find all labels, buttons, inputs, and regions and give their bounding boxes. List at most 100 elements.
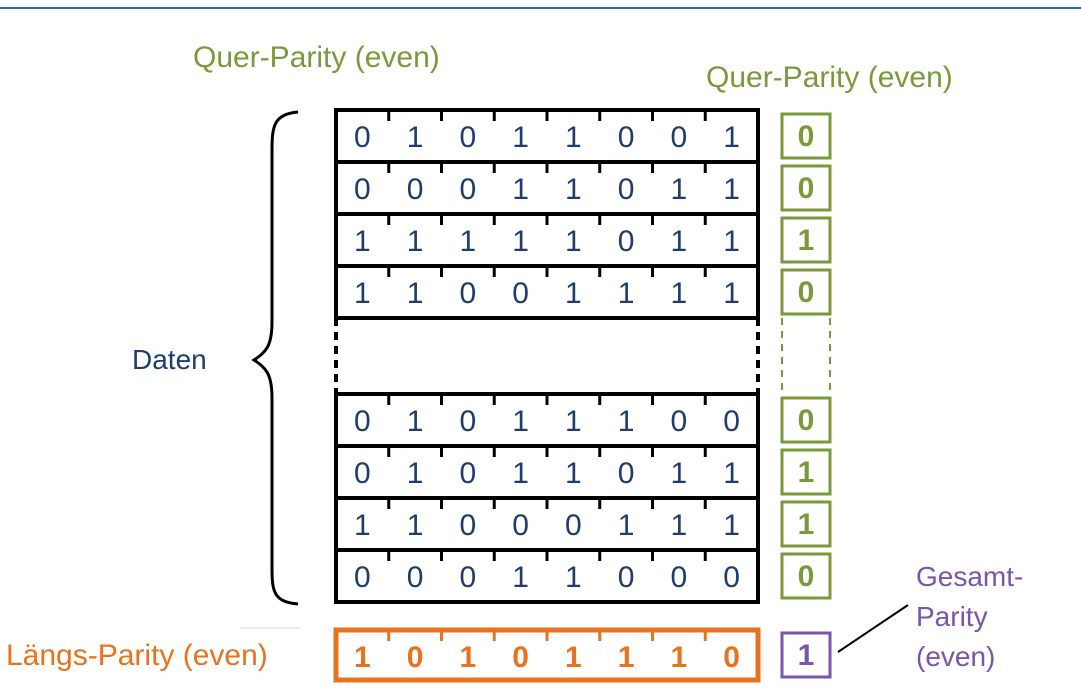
row-parity-cell bbox=[780, 112, 832, 160]
laengs-parity-bit: 0 bbox=[723, 641, 740, 674]
row-parity-bit: 0 bbox=[798, 276, 815, 309]
gesamt-parity-label-line-2: Parity bbox=[916, 601, 988, 632]
data-bit: 1 bbox=[407, 509, 424, 542]
gesamt-parity-label-line-1: Gesamt- bbox=[916, 561, 1023, 592]
data-bit: 1 bbox=[565, 173, 582, 206]
row-parity-bit: 1 bbox=[798, 224, 815, 257]
data-bit: 0 bbox=[618, 225, 635, 258]
laengs-parity-bit: 1 bbox=[565, 641, 582, 674]
data-bit: 1 bbox=[671, 457, 688, 490]
laengs-parity-bit: 1 bbox=[460, 641, 477, 674]
row-parity-cell bbox=[780, 448, 832, 496]
row-parity-cell bbox=[780, 552, 832, 600]
row-parity-cell bbox=[780, 216, 832, 264]
laengs-parity-bit: 0 bbox=[512, 641, 529, 674]
data-bit: 1 bbox=[512, 561, 529, 594]
data-bit: 0 bbox=[407, 173, 424, 206]
data-bit: 0 bbox=[407, 561, 424, 594]
data-bit: 0 bbox=[671, 405, 688, 438]
data-bit: 0 bbox=[460, 173, 477, 206]
laengs-parity-bit: 1 bbox=[618, 641, 635, 674]
gesamt-parity-bit: 1 bbox=[798, 639, 815, 672]
data-bit: 1 bbox=[512, 457, 529, 490]
data-bit: 0 bbox=[618, 457, 635, 490]
gesamt-parity-label-line-3: (even) bbox=[916, 641, 995, 672]
data-bit: 0 bbox=[354, 457, 371, 490]
data-bit: 1 bbox=[512, 173, 529, 206]
data-bit: 0 bbox=[565, 509, 582, 542]
data-bit: 1 bbox=[723, 225, 740, 258]
quer-parity-top-label: Quer-Parity (even) bbox=[193, 41, 440, 74]
laengs-parity-row: 1 0 1 0 1 1 1 0 bbox=[333, 627, 761, 683]
data-bit: 1 bbox=[565, 121, 582, 154]
data-bit: 1 bbox=[565, 225, 582, 258]
row-parity-cell bbox=[780, 500, 832, 548]
laengs-parity-label: Längs-Parity (even) bbox=[6, 639, 268, 672]
row-parity-bit: 0 bbox=[798, 560, 815, 593]
data-bit: 1 bbox=[565, 457, 582, 490]
data-bit: 1 bbox=[512, 121, 529, 154]
data-bit: 0 bbox=[460, 121, 477, 154]
data-bit: 1 bbox=[565, 277, 582, 310]
data-bit: 0 bbox=[460, 561, 477, 594]
data-bit: 0 bbox=[723, 405, 740, 438]
data-bit: 1 bbox=[512, 225, 529, 258]
data-bit: 1 bbox=[407, 457, 424, 490]
data-bit: 1 bbox=[407, 277, 424, 310]
gesamt-parity-leader-line bbox=[837, 604, 909, 653]
quer-parity-column-label: Quer-Parity (even) bbox=[706, 61, 953, 94]
data-bit: 1 bbox=[723, 457, 740, 490]
data-bit: 0 bbox=[723, 561, 740, 594]
laengs-parity-bit: 0 bbox=[407, 641, 424, 674]
data-bit: 1 bbox=[671, 509, 688, 542]
data-bit: 1 bbox=[512, 405, 529, 438]
data-bit: 0 bbox=[618, 121, 635, 154]
data-bit: 1 bbox=[565, 561, 582, 594]
laengs-parity-bit: 1 bbox=[354, 641, 371, 674]
data-bit: 0 bbox=[618, 561, 635, 594]
data-bit: 1 bbox=[354, 509, 371, 542]
data-bit: 1 bbox=[407, 225, 424, 258]
gesamt-parity-cell bbox=[780, 631, 832, 679]
data-bit: 1 bbox=[354, 225, 371, 258]
row-parity-cell bbox=[780, 268, 832, 316]
data-bit: 0 bbox=[354, 405, 371, 438]
row-parity-bit: 0 bbox=[798, 172, 815, 205]
data-bit: 1 bbox=[618, 405, 635, 438]
row-parity-bit: 0 bbox=[798, 120, 815, 153]
data-bit: 0 bbox=[671, 121, 688, 154]
data-bit: 0 bbox=[460, 277, 477, 310]
data-bit: 1 bbox=[460, 225, 477, 258]
data-bit: 1 bbox=[565, 405, 582, 438]
data-bit: 0 bbox=[354, 121, 371, 154]
data-bit: 1 bbox=[618, 277, 635, 310]
data-bit: 1 bbox=[723, 173, 740, 206]
data-bit: 1 bbox=[671, 277, 688, 310]
data-bit: 0 bbox=[512, 277, 529, 310]
data-bit: 1 bbox=[407, 121, 424, 154]
data-bit: 1 bbox=[723, 509, 740, 542]
row-parity-cell bbox=[780, 396, 832, 444]
data-bit: 1 bbox=[723, 277, 740, 310]
omitted-rows-gap bbox=[334, 318, 760, 394]
data-bit: 0 bbox=[460, 457, 477, 490]
gesamt-parity-box: 1 bbox=[780, 631, 832, 679]
data-bit: 1 bbox=[671, 225, 688, 258]
data-bit: 0 bbox=[460, 509, 477, 542]
laengs-parity-bit: 1 bbox=[671, 641, 688, 674]
data-bit: 1 bbox=[354, 277, 371, 310]
data-bit: 1 bbox=[407, 405, 424, 438]
data-bit: 0 bbox=[671, 561, 688, 594]
row-parity-bit: 1 bbox=[798, 508, 815, 541]
data-bit: 0 bbox=[354, 561, 371, 594]
data-bit: 1 bbox=[671, 173, 688, 206]
daten-brace bbox=[251, 110, 299, 606]
data-bit: 0 bbox=[354, 173, 371, 206]
data-bit: 0 bbox=[512, 509, 529, 542]
daten-label: Daten bbox=[132, 344, 207, 375]
row-parity-cell bbox=[780, 164, 832, 212]
